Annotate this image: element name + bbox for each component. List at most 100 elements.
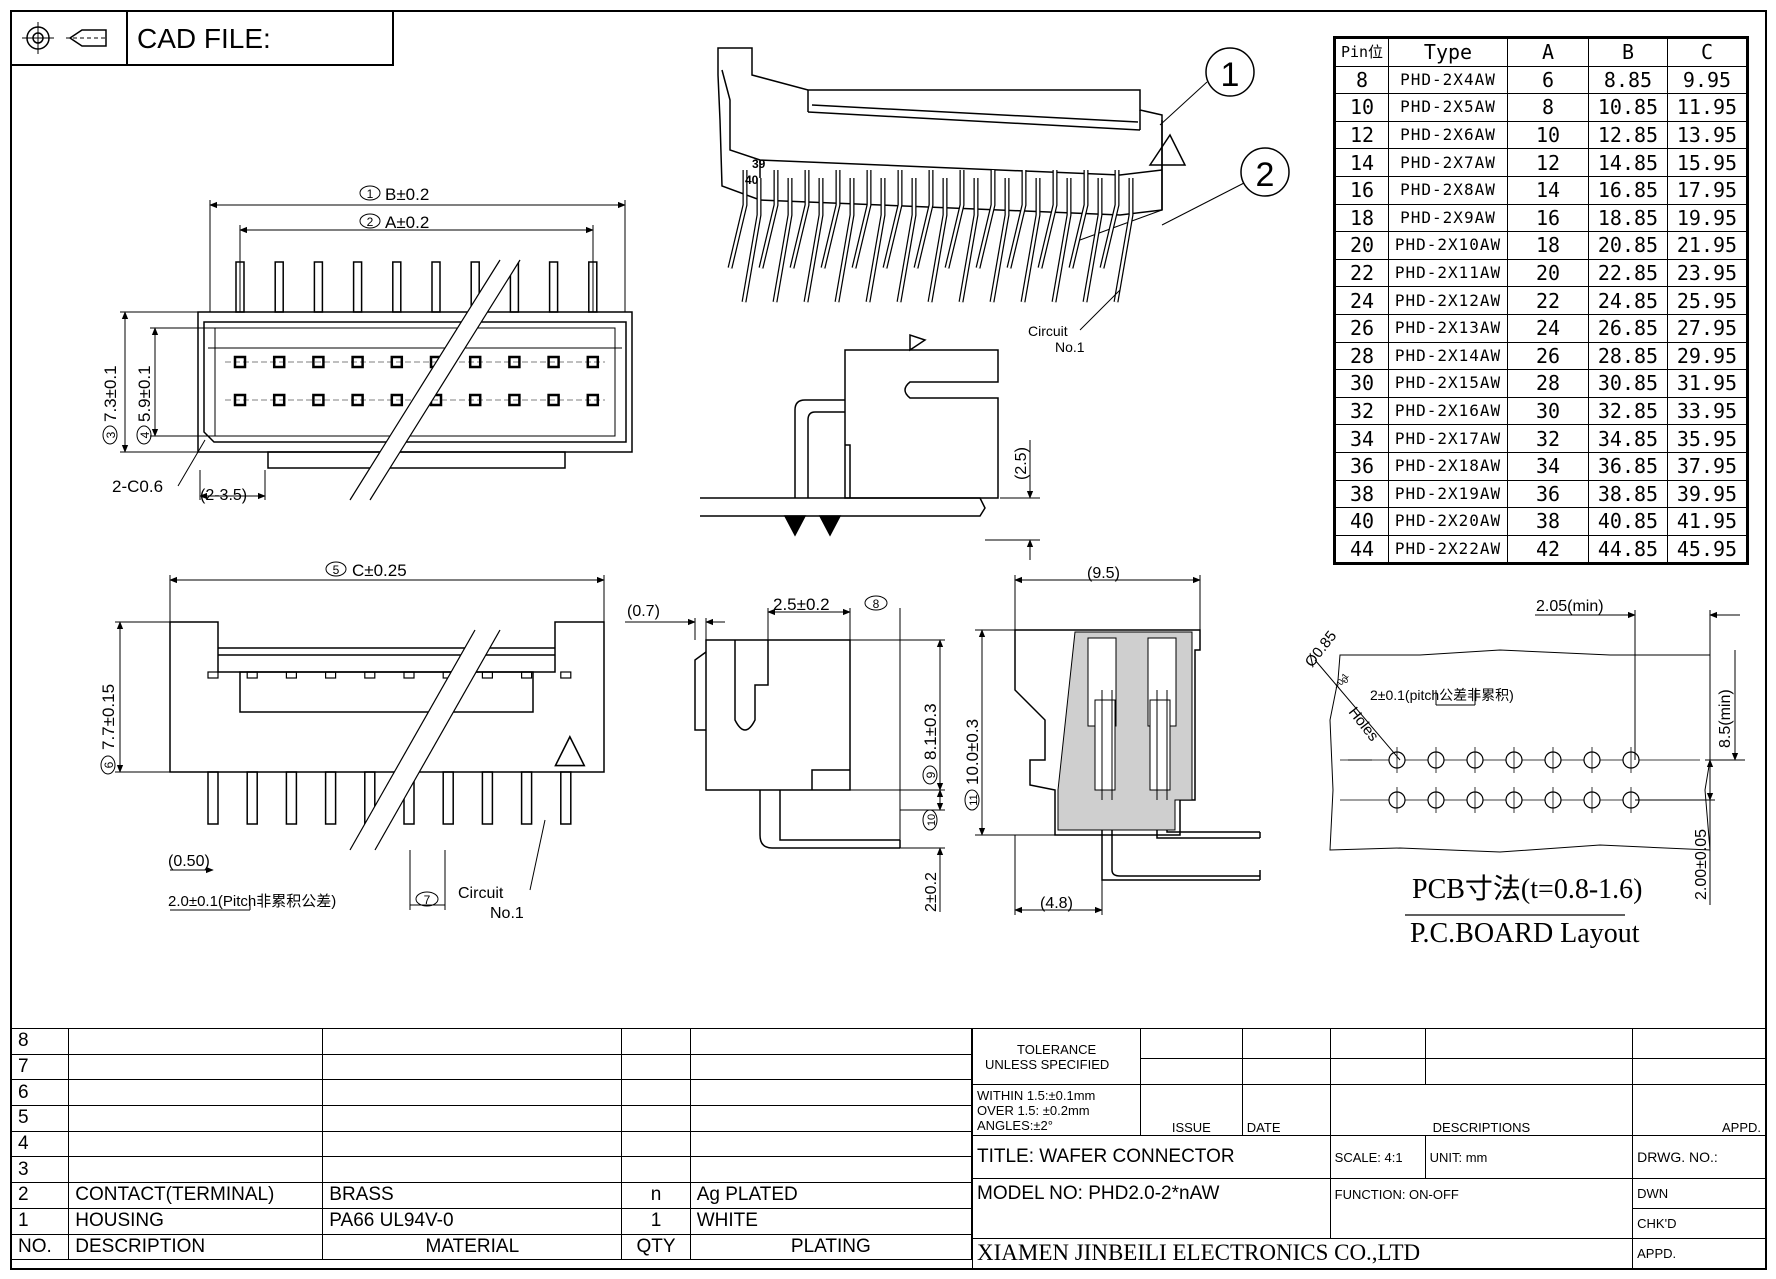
front-pin-tip (520, 671, 533, 679)
iso-pin-inner (759, 170, 778, 269)
dim-200-label: 2.00±0.05 (1693, 829, 1710, 900)
front-view-dims (115, 575, 605, 911)
dim-25-label: 2.5±0.2 (773, 595, 830, 614)
front-pin (207, 771, 219, 825)
chamfer-label: 2-C0.6 (112, 477, 163, 496)
bom-cell-material: BRASS (322, 1182, 623, 1209)
bom-cell-qty: 1 (621, 1207, 691, 1235)
front-pin-tip (481, 671, 493, 679)
drawing-title: TITLE: WAFER CONNECTOR (972, 1135, 1331, 1179)
bom-header-plating: PLATING (689, 1233, 973, 1261)
pcb-title-cn: PCB寸法(t=0.8-1.6) (1412, 873, 1642, 905)
pin-table-cell-dim-a: 38 (1507, 507, 1589, 536)
pin-table-cell-dim-c: 11.95 (1667, 93, 1748, 122)
front-pin (285, 771, 298, 825)
dim-85-label: 8.5(min) (1717, 689, 1734, 748)
bom-cell-no: 7 (10, 1053, 70, 1081)
pin-table-cell-dim-c: 15.95 (1667, 148, 1748, 177)
pin-table-cell-dim-b: 10.85 (1588, 93, 1668, 122)
side-view-top (700, 333, 999, 537)
pin-table-cell-pin-count: 36 (1334, 451, 1389, 481)
date-label: DATE (1241, 1084, 1331, 1137)
holes-tol-bot: 0 (1340, 675, 1351, 685)
pin-table-cell-dim-a: 30 (1507, 396, 1589, 426)
iso-pin-inner (883, 170, 902, 269)
bom-cell-description: CONTACT(TERMINAL) (68, 1182, 324, 1209)
front-pin-tip (364, 671, 376, 679)
appd2-label: APPD. (1632, 1237, 1766, 1270)
bom-header-description: DESCRIPTION (68, 1233, 324, 1261)
issue-label: ISSUE (1139, 1084, 1243, 1137)
iso-pin-inner (1038, 170, 1057, 269)
front-pin (246, 771, 258, 825)
pin-table-cell-pin-count: 14 (1334, 148, 1389, 177)
pin-table-header: Pin位 Type A B C (1334, 37, 1748, 67)
model-number: MODEL NO: PHD2.0-2*nAW (972, 1177, 1331, 1239)
pin-table-cell-dim-a: 32 (1507, 424, 1589, 453)
pin-table-cell-type: PHD-2X8AW (1388, 175, 1508, 205)
bom-cell-qty (621, 1105, 691, 1132)
bom-cell-qty (621, 1156, 691, 1184)
pcb-holes (1340, 747, 1700, 813)
dim-c-label: C±0.25 (352, 561, 407, 580)
dim-a-circle: 2 (367, 215, 374, 229)
front-pin-tip (207, 671, 219, 679)
front-pin-tip (285, 671, 297, 679)
callout-2: 2 (1161, 147, 1290, 226)
iso-pin-inner (1100, 170, 1119, 269)
bom-cell-material (322, 1156, 623, 1184)
pin-table-cell-type: PHD-2X20AW (1388, 507, 1508, 536)
side-view-dims (625, 608, 945, 912)
iso-pins (727, 170, 1134, 303)
bom-cell-no: 8 (10, 1028, 70, 1055)
bom-cell-material (322, 1130, 623, 1158)
pin-table-cell-type: PHD-2X11AW (1388, 258, 1508, 288)
pin-table-cell-dim-c: 19.95 (1667, 203, 1748, 233)
pin-mark-40: 40 (745, 173, 759, 187)
title-info-table: TOLERANCE UNLESS SPECIFIED WITHIN 1.5:±0… (971, 1027, 1766, 1270)
dim-95-label: (9.5) (1087, 565, 1120, 582)
iso-pin-inner (835, 178, 854, 303)
pin-table-cell-dim-b: 32.85 (1588, 396, 1668, 426)
pin-table-cell-dim-b: 16.85 (1588, 175, 1668, 205)
dim-b-label: B±0.2 (385, 185, 429, 204)
top-pin (352, 261, 363, 313)
front-view-dim-labels: 5 C±0.25 6 7.7±0.15 (0.50) 2.0±0.1(Pitch… (99, 561, 524, 922)
top-pin (313, 261, 324, 313)
front-pin (520, 771, 533, 825)
pin-table-cell-dim-c: 21.95 (1667, 231, 1748, 260)
iso-pin-inner (959, 178, 978, 303)
pin-table-cell-dim-c: 39.95 (1667, 479, 1748, 509)
pin-table-cell-pin-count: 10 (1334, 93, 1389, 122)
pcb-title-en: P.C.BOARD Layout (1410, 918, 1640, 949)
pcb-pitch-note: 2±0.1(pitch公差非累积) (1370, 687, 1514, 703)
pin-table-cell-dim-a: 36 (1507, 479, 1589, 509)
pin-table-cell-pin-count: 20 (1334, 231, 1389, 260)
bom-row: 6 (10, 1079, 973, 1107)
bom-cell-description (68, 1156, 324, 1184)
dim-7-circle: 7 (424, 893, 431, 907)
pin-table-cell-dim-b: 26.85 (1588, 313, 1668, 343)
pin-table-cell-dim-c: 45.95 (1667, 534, 1748, 565)
unit-label: UNIT: mm (1424, 1135, 1634, 1179)
pin-table-cell-dim-a: 28 (1507, 369, 1589, 398)
appd-label: APPD. (1632, 1084, 1766, 1137)
pin-table-cell-dim-a: 12 (1507, 148, 1589, 177)
tb-empty-6 (1139, 1058, 1243, 1086)
dim-10-circle: 10 (926, 814, 938, 826)
pin-table-cell-dim-c: 9.95 (1667, 65, 1748, 95)
iso-pin-inner (1083, 178, 1102, 303)
front-pin (481, 771, 494, 825)
pin-table-cell-dim-b: 18.85 (1588, 203, 1668, 233)
front-pin (442, 771, 454, 825)
pin-table-cell-pin-count: 30 (1334, 369, 1389, 398)
pin-table-cell-type: PHD-2X16AW (1388, 396, 1508, 426)
dim-c-circle: 5 (333, 563, 340, 577)
dim-07-label: (0.7) (627, 603, 660, 620)
front-circuit-no: No.1 (490, 905, 524, 922)
